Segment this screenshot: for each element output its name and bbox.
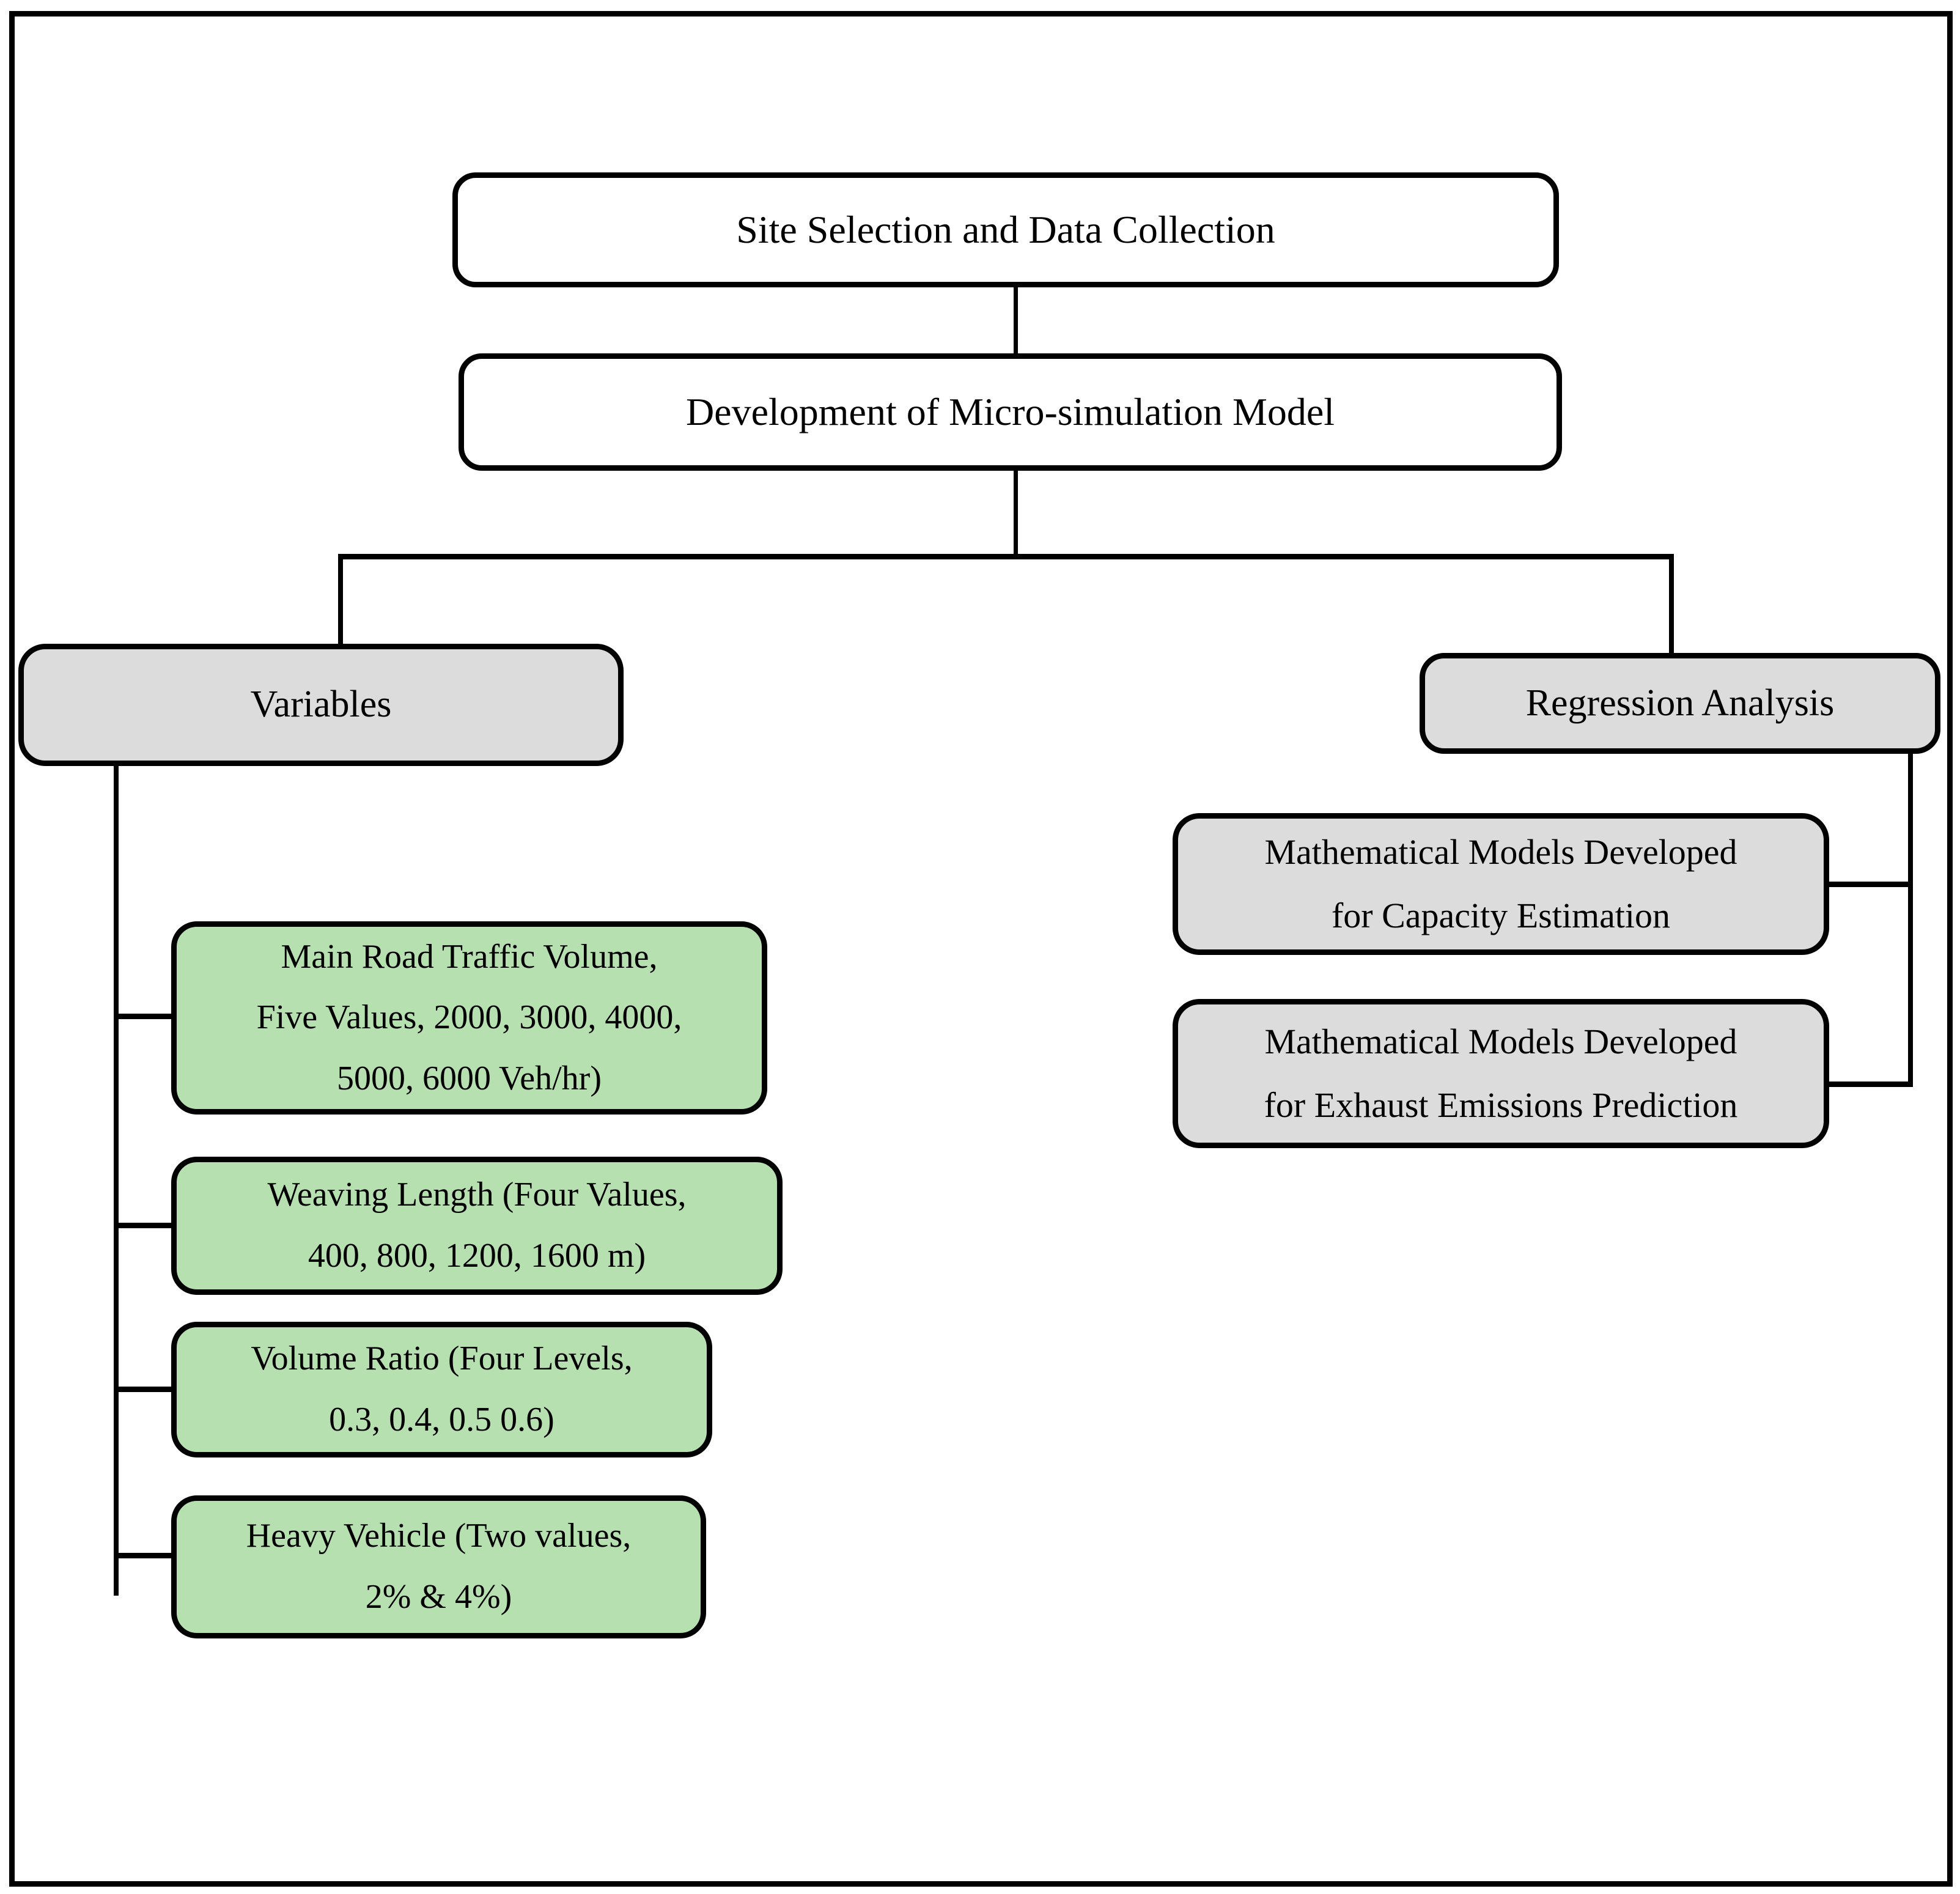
node-emissions-models-line2: for Exhaust Emissions Prediction bbox=[1264, 1085, 1738, 1125]
connector-branch-horizontal bbox=[340, 554, 1673, 559]
node-volume-ratio-text: Volume Ratio (Four Levels, 0.3, 0.4, 0.5… bbox=[177, 1328, 707, 1450]
node-site-selection-label: Site Selection and Data Collection bbox=[736, 208, 1275, 251]
node-emissions-models-line1: Mathematical Models Developed bbox=[1264, 1021, 1737, 1061]
node-regression-label: Regression Analysis bbox=[1525, 682, 1835, 724]
connector-regression-spine bbox=[1908, 754, 1913, 1087]
node-heavy-vehicle-text: Heavy Vehicle (Two values, 2% & 4%) bbox=[177, 1506, 701, 1627]
node-main-road-line2: Five Values, 2000, 3000, 4000, bbox=[256, 998, 682, 1037]
node-site-selection: Site Selection and Data Collection bbox=[452, 172, 1559, 287]
connector-stub-weaving-length bbox=[114, 1223, 175, 1228]
node-emissions-models: Mathematical Models Developed for Exhaus… bbox=[1173, 999, 1829, 1148]
connector-development-to-branch bbox=[1014, 468, 1018, 559]
node-heavy-vehicle-line1: Heavy Vehicle (Two values, bbox=[246, 1517, 632, 1555]
node-main-road-text: Main Road Traffic Volume, Five Values, 2… bbox=[177, 927, 762, 1110]
connector-stub-capacity-models bbox=[1828, 882, 1913, 887]
node-capacity-models-line2: for Capacity Estimation bbox=[1331, 896, 1671, 935]
connector-stub-volume-ratio bbox=[114, 1387, 175, 1392]
connector-stub-main-road bbox=[114, 1014, 175, 1019]
node-weaving-length-line1: Weaving Length (Four Values, bbox=[267, 1176, 687, 1214]
node-main-road-line1: Main Road Traffic Volume, bbox=[281, 937, 658, 976]
node-development-micro-simulation: Development of Micro-simulation Model bbox=[459, 353, 1562, 471]
connector-site-to-development bbox=[1014, 285, 1018, 356]
figure-border bbox=[9, 11, 1953, 1887]
node-development-label: Development of Micro-simulation Model bbox=[685, 390, 1335, 433]
node-main-road-traffic-volume: Main Road Traffic Volume, Five Values, 2… bbox=[171, 921, 767, 1115]
node-volume-ratio: Volume Ratio (Four Levels, 0.3, 0.4, 0.5… bbox=[171, 1322, 712, 1457]
node-volume-ratio-line2: 0.3, 0.4, 0.5 0.6) bbox=[329, 1401, 554, 1439]
node-variables-label: Variables bbox=[250, 684, 392, 726]
node-variables: Variables bbox=[18, 644, 624, 766]
node-weaving-length-line2: 400, 800, 1200, 1600 m) bbox=[308, 1237, 646, 1275]
connector-branch-to-variables bbox=[338, 554, 343, 646]
node-weaving-length-text: Weaving Length (Four Values, 400, 800, 1… bbox=[177, 1165, 777, 1286]
node-volume-ratio-line1: Volume Ratio (Four Levels, bbox=[251, 1339, 633, 1378]
connector-stub-emissions-models bbox=[1828, 1081, 1913, 1087]
connector-branch-to-regression bbox=[1669, 554, 1674, 655]
node-weaving-length: Weaving Length (Four Values, 400, 800, 1… bbox=[171, 1157, 783, 1295]
node-regression-analysis: Regression Analysis bbox=[1420, 653, 1940, 754]
node-emissions-models-text: Mathematical Models Developed for Exhaus… bbox=[1178, 1010, 1824, 1138]
node-capacity-models-line1: Mathematical Models Developed bbox=[1264, 831, 1737, 872]
connector-variables-spine bbox=[114, 764, 119, 1596]
node-main-road-line3: 5000, 6000 Veh/hr) bbox=[337, 1059, 602, 1097]
node-capacity-models-text: Mathematical Models Developed for Capaci… bbox=[1178, 820, 1824, 948]
node-heavy-vehicle-line2: 2% & 4%) bbox=[365, 1578, 512, 1616]
node-heavy-vehicle: Heavy Vehicle (Two values, 2% & 4%) bbox=[171, 1495, 706, 1638]
node-capacity-models: Mathematical Models Developed for Capaci… bbox=[1173, 813, 1829, 955]
connector-stub-heavy-vehicle bbox=[114, 1553, 175, 1558]
